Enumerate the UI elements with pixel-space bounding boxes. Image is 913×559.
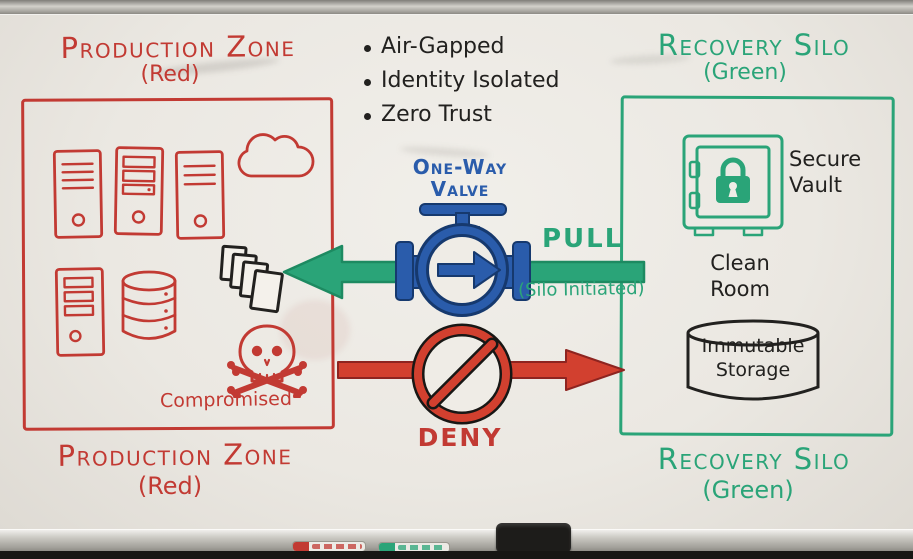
- wall-below-board: [0, 551, 913, 559]
- pull-note-label: (Silo Initiated): [517, 277, 645, 302]
- bullet-icon: [364, 113, 371, 120]
- recovery-silo-subtitle-top: (Green): [703, 60, 787, 85]
- recovery-silo-title-bottom: Recovery Silo: [657, 442, 851, 476]
- compromised-label: Compromised: [159, 387, 293, 413]
- valve-label-line2: Valve: [430, 177, 490, 201]
- database-icon: [121, 270, 177, 340]
- top-frame-rail: [0, 0, 913, 15]
- principles-list: Air-Gapped Identity Isolated Zero Trust: [364, 34, 614, 136]
- list-item: Air-Gapped: [364, 34, 614, 68]
- secure-vault-label: Secure Vault: [789, 147, 862, 197]
- one-way-valve-icon: [395, 203, 531, 317]
- padlock-icon: [716, 157, 750, 203]
- clean-room-label: Clean Room: [710, 251, 770, 301]
- immutable-storage-cylinder-icon: [686, 319, 820, 401]
- server-tower-icon: [54, 267, 106, 357]
- principle-label: Identity Isolated: [381, 68, 560, 93]
- green-marker-cap: [379, 543, 395, 552]
- red-marker-cap: [293, 542, 309, 551]
- valve-label-line1: One-Way: [412, 155, 508, 179]
- cloud-icon: [237, 133, 315, 178]
- documents-icon: [219, 244, 284, 314]
- pull-label: PULL: [542, 224, 624, 254]
- server-rack-icon: [174, 150, 226, 240]
- immutable-storage-label: Immutable Storage: [701, 335, 805, 381]
- marker-tray: [0, 529, 913, 553]
- eraser: [496, 523, 571, 553]
- smudge: [280, 300, 350, 360]
- skull-crossbones-icon: [227, 324, 307, 398]
- red-marker-label-band: [312, 544, 362, 549]
- one-way-valve-label: One-Way Valve: [396, 156, 524, 200]
- principle-label: Air-Gapped: [381, 34, 505, 59]
- production-zone-title-bottom: Production Zone: [57, 437, 293, 473]
- production-zone-subtitle-top: (Red): [140, 62, 200, 87]
- list-item: Zero Trust: [364, 102, 614, 136]
- deny-label: DENY: [417, 423, 503, 452]
- server-rack-icon: [52, 149, 104, 239]
- production-zone-title-top: Production Zone: [60, 28, 296, 66]
- production-zone-subtitle-bottom: (Red): [137, 472, 203, 500]
- bullet-icon: [364, 79, 371, 86]
- no-entry-icon: [411, 323, 513, 425]
- green-marker-label-band: [398, 545, 446, 550]
- bullet-icon: [364, 45, 371, 52]
- server-rack-icon: [113, 146, 165, 236]
- principle-label: Zero Trust: [381, 102, 492, 127]
- recovery-silo-title-top: Recovery Silo: [657, 28, 851, 62]
- recovery-silo-subtitle-bottom: (Green): [702, 476, 794, 504]
- list-item: Identity Isolated: [364, 68, 614, 102]
- vault-icon: [682, 134, 784, 237]
